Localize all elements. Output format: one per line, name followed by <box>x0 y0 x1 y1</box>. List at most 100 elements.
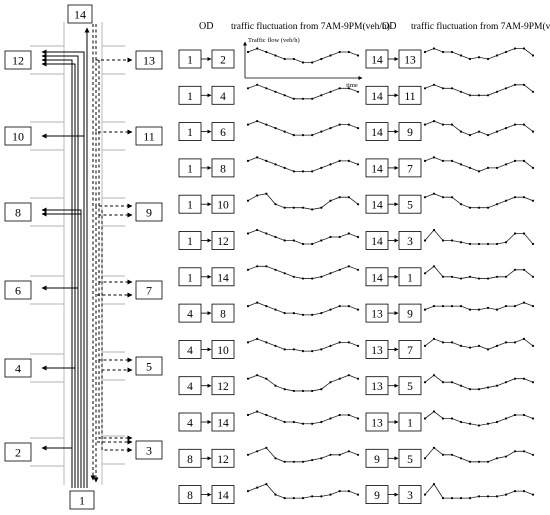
sparkline-13-1-point <box>531 417 535 420</box>
sparkline-1-10-point <box>283 206 286 209</box>
sparkline-1-4-point <box>283 94 286 97</box>
sparkline-1-2-point <box>311 61 314 64</box>
sparkline-8-12-point <box>356 453 360 456</box>
sparkline-14-7 <box>423 156 535 173</box>
sparkline-9-3-point <box>531 493 535 496</box>
sparkline-1-10 <box>246 192 360 211</box>
sparkline-13-1-point <box>450 417 454 420</box>
sparkline-4-10-point <box>265 341 268 344</box>
sparkline-1-2-point <box>265 50 268 54</box>
sparkline-1-4-point <box>347 87 350 90</box>
node-11: 11 <box>135 126 163 146</box>
sparkline-14-11-point <box>423 87 427 90</box>
sparkline-8-12-point <box>347 450 350 453</box>
od-pair-1-4-to: 4 <box>220 91 226 103</box>
sparkline-13-7-point <box>531 344 535 347</box>
table-headers: OD traffic fluctuation from 7AM-9PM(veh/… <box>199 21 550 32</box>
sparkline-14-1-point <box>477 277 481 280</box>
sparkline-14-3-point <box>486 242 490 246</box>
sparkline-13-1-point <box>495 420 499 424</box>
sparkline-1-4-line <box>247 84 359 100</box>
sparkline-14-5-point <box>441 196 445 199</box>
sparkline-4-12-point <box>329 381 332 384</box>
sparkline-4-12-point <box>256 374 259 377</box>
sparkline-4-12-point <box>347 374 350 377</box>
sparkline-14-5 <box>423 192 535 209</box>
sparkline-14-9-point <box>441 123 445 126</box>
od-pair-13-1-from: 13 <box>371 418 383 430</box>
sparkline-9-3-point <box>441 497 445 500</box>
od-pair-1-12-from: 1 <box>187 236 193 248</box>
sparkline-9-5-line <box>424 447 534 463</box>
sparkline-14-9-point <box>459 130 463 133</box>
dashed-flow <box>92 24 133 63</box>
sparkline-8-14-point <box>320 495 323 498</box>
node-7-label: 7 <box>146 284 152 298</box>
sparkline-1-8-line <box>247 156 359 172</box>
sparkline-13-1-point <box>423 417 427 420</box>
sparkline-4-10-point <box>283 348 286 351</box>
sparkline-13-1 <box>423 410 535 427</box>
od-pair-14-5-to: 5 <box>407 200 413 212</box>
od-pair-14-1-from: 14 <box>371 272 383 284</box>
od-pair-14-7-from: 14 <box>371 163 383 175</box>
node-10: 10 <box>4 126 32 146</box>
sparkline-1-12-point <box>320 239 323 242</box>
sparkline-14-11 <box>423 83 535 97</box>
sparkline-8-12-point <box>329 453 332 456</box>
sparkline-13-1-line <box>424 410 534 426</box>
sparkline-1-6-point <box>301 134 305 137</box>
sparkline-4-10-point <box>347 341 350 344</box>
dashed-flow <box>95 24 133 135</box>
sparkline-14-1-point <box>495 275 499 278</box>
sparkline-14-7-point <box>423 159 427 162</box>
sparkline-1-12-point <box>338 235 341 239</box>
solid-flow <box>41 445 73 488</box>
sparkline-13-5-point <box>423 381 427 384</box>
sparkline-1-10-point <box>347 196 350 199</box>
sparkline-1-14-point <box>256 265 259 268</box>
node-13-label: 13 <box>143 54 155 68</box>
sparkline-13-7-point <box>522 337 526 340</box>
sparkline-14-9-line <box>424 120 534 136</box>
sparkline-14-1 <box>423 265 535 280</box>
node-7: 7 <box>135 280 163 300</box>
sparkline-14-3-line <box>424 229 534 245</box>
sparkline-4-8-point <box>347 305 350 308</box>
sparkline-14-5-point <box>459 203 463 206</box>
sparkline-14-13-point <box>504 50 508 54</box>
node-10-label: 10 <box>12 130 24 144</box>
sparkline-14-9-point <box>450 123 454 126</box>
sparkline-9-5-point <box>459 457 463 460</box>
od-pair-1-14-to: 14 <box>217 272 229 284</box>
node-14-label: 14 <box>74 8 86 22</box>
node-2: 2 <box>4 442 32 462</box>
od-pair-4-14-from: 4 <box>187 418 193 430</box>
od-pair-1-12-to: 12 <box>217 236 229 248</box>
sparkline-1-4-point <box>320 94 323 97</box>
sparkline-1-10-point <box>274 203 277 206</box>
sparkline-9-5-point <box>486 460 490 463</box>
sparkline-14-1-point <box>513 268 517 271</box>
sparkline-4-10-point <box>356 344 360 347</box>
sparkline-1-14 <box>246 265 360 280</box>
node-6: 6 <box>4 280 32 300</box>
od-pair-9-5-to: 5 <box>407 454 413 466</box>
sparkline-13-9-point <box>522 301 526 304</box>
node-2-label: 2 <box>15 446 21 460</box>
node-4: 4 <box>4 358 32 378</box>
sparkline-14-5-point <box>432 192 436 195</box>
sparkline-14-13-point <box>522 47 526 50</box>
sparkline-14-11-point <box>459 90 463 93</box>
sparkline-9-5-point <box>423 457 427 460</box>
sparkline-9-3-point <box>486 495 490 498</box>
sparkline-4-12 <box>246 374 360 393</box>
sparkline-13-5-point <box>522 377 526 380</box>
od-pair-9-3-to: 3 <box>407 490 413 502</box>
sparkline-8-14 <box>246 483 360 500</box>
